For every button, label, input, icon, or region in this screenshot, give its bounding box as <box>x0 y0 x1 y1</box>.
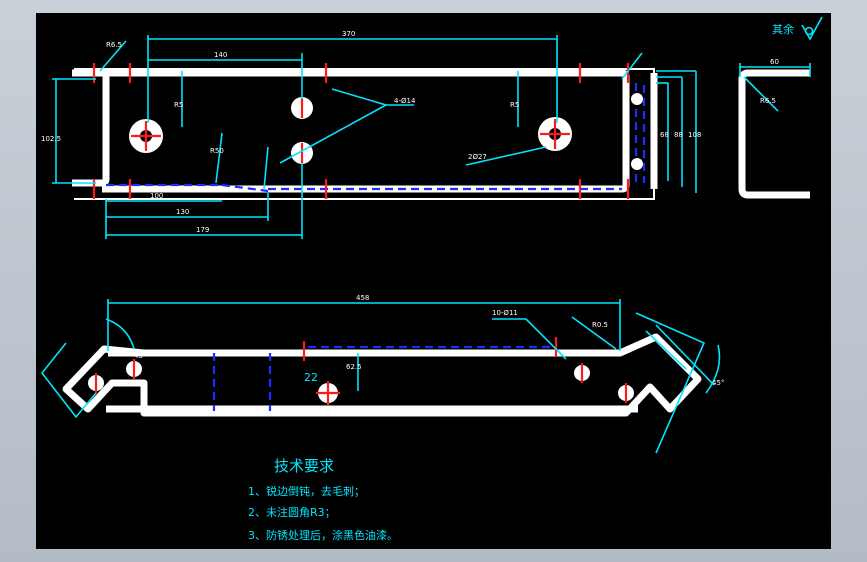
note-2: 2、未注圆角R3； <box>248 505 336 519</box>
dim-458: 458 <box>356 294 369 302</box>
dim-88: 88 <box>674 131 683 139</box>
dim-22: 22 <box>304 371 318 384</box>
dim-4-holes: 4-Ø14 <box>394 97 416 105</box>
dim-60: 60 <box>770 58 779 66</box>
cad-drawing: 其余 <box>40 16 823 542</box>
notes-title: 技术要求 <box>274 457 334 475</box>
dim-side-r: R6.5 <box>760 97 776 105</box>
note-3: 3、防锈处理后，涂黑色油漆。 <box>248 528 398 542</box>
dim-r50: R50 <box>210 147 224 155</box>
dim-100: 100 <box>150 192 163 200</box>
technical-notes: 技术要求 1、锐边倒钝，去毛刺； 2、未注圆角R3； 3、防锈处理后，涂黑色油漆… <box>248 457 398 542</box>
bottom-view: 458 10-Ø11 22 62.5 R0.5 45° 45° <box>40 294 724 454</box>
dim-179: 179 <box>196 226 209 234</box>
roughness-symbol: 其余 <box>772 16 823 41</box>
dim-140: 140 <box>214 51 227 59</box>
dim-angle-left: 45° <box>134 352 146 360</box>
dim-130: 130 <box>176 208 189 216</box>
note-1: 1、锐边倒钝，去毛刺； <box>248 484 365 498</box>
cad-drawing-sheet: 其余 <box>36 13 831 549</box>
dim-68: 68 <box>660 131 669 139</box>
dim-slot: 2Ø27 <box>468 153 487 161</box>
dim-62-5: 62.5 <box>346 363 362 371</box>
dim-370: 370 <box>342 30 355 38</box>
check-roughness-icon <box>801 16 823 41</box>
dim-108: 108 <box>688 131 701 139</box>
dim-102-5: 102.5 <box>41 135 61 143</box>
dim-bottom-r: R0.5 <box>592 321 608 329</box>
dim-r6-5: R6.5 <box>106 41 122 49</box>
dim-angle-right: 45° <box>712 379 724 387</box>
side-view: 60 R6.5 <box>738 58 811 199</box>
dim-r5-left: R5 <box>174 101 183 109</box>
top-view: 370 140 102.5 R6.5 4-Ø14 2Ø27 R5 R5 R50 … <box>41 30 701 239</box>
roughness-label: 其余 <box>772 22 794 36</box>
dim-r5-right: R5 <box>510 101 519 109</box>
dim-10-holes: 10-Ø11 <box>492 309 518 317</box>
